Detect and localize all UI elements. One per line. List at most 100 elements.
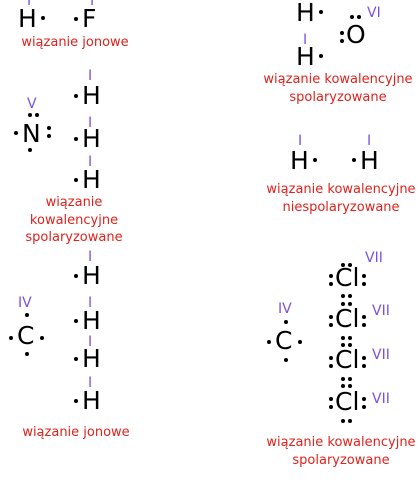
atom-h: H xyxy=(360,146,379,175)
electron-dot xyxy=(348,263,352,267)
atom-c: C xyxy=(17,321,35,350)
electron-dot xyxy=(362,282,366,286)
electron-dot xyxy=(47,134,51,138)
valence-n: V xyxy=(27,96,37,112)
valence-h: I xyxy=(367,133,372,149)
electron-dot xyxy=(9,336,13,340)
electron-dot xyxy=(329,364,333,368)
caption-ccl4: wiązanie kowalencyjne spolaryzowane xyxy=(258,434,420,469)
electron-dot xyxy=(348,336,352,340)
electron-dot xyxy=(329,405,333,409)
electron-dot xyxy=(329,397,333,401)
valence-h: I xyxy=(27,0,32,9)
electron-dot xyxy=(362,315,366,319)
electron-dot xyxy=(47,126,51,130)
electron-dot xyxy=(341,343,345,347)
electron-dot xyxy=(348,419,352,423)
valence-cl: VII xyxy=(372,347,390,363)
valence-c: IV xyxy=(278,301,292,317)
electron-dot xyxy=(25,352,29,356)
caption-line: spolaryzowane xyxy=(292,452,390,468)
electron-dot xyxy=(362,405,366,409)
electron-dot xyxy=(74,319,78,323)
electron-dot xyxy=(341,384,345,388)
electron-dot xyxy=(329,323,333,327)
valence-h: I xyxy=(303,32,308,48)
caption-ch4: wiązanie jonowe xyxy=(22,425,130,440)
valence-o: VI xyxy=(367,5,381,21)
electron-dot xyxy=(348,294,352,298)
caption-hf: wiązanie jonowe xyxy=(21,35,129,50)
electron-dot xyxy=(74,357,78,361)
valence-h: I xyxy=(88,334,93,350)
electron-dot xyxy=(40,336,44,340)
caption-line: wiązanie kowalencyjne xyxy=(263,72,413,87)
atom-cl: Cl xyxy=(335,304,360,333)
atom-h: H xyxy=(82,386,101,415)
valence-h: I xyxy=(88,68,93,84)
electron-dot xyxy=(341,263,345,267)
atom-h: H xyxy=(82,306,101,335)
atom-f: F xyxy=(82,4,97,33)
caption-line: spolaryzowane xyxy=(25,230,123,246)
electron-dot xyxy=(329,282,333,286)
electron-dot xyxy=(341,294,345,298)
valence-h: I xyxy=(298,133,303,149)
electron-dot xyxy=(348,384,352,388)
electron-dot xyxy=(74,178,78,182)
electron-dot xyxy=(319,54,323,58)
electron-dot xyxy=(329,274,333,278)
electron-dot xyxy=(362,356,366,360)
electron-dot xyxy=(329,356,333,360)
electron-dot xyxy=(362,364,366,368)
caption-line: wiązanie kowalencyjne xyxy=(29,195,119,228)
electron-dot xyxy=(340,39,344,43)
electron-dot xyxy=(350,15,354,19)
atom-h: H xyxy=(296,0,315,27)
valence-h: I xyxy=(88,295,93,311)
electron-dot xyxy=(340,31,344,35)
electron-dot xyxy=(319,10,323,14)
valence-cl: VII xyxy=(365,250,383,266)
electron-dot xyxy=(352,158,356,162)
electron-dot xyxy=(348,343,352,347)
valence-h: I xyxy=(88,115,93,131)
valence-h: I xyxy=(88,154,93,170)
caption-line: spolaryzowane xyxy=(289,89,387,105)
electron-dot xyxy=(14,131,18,135)
electron-dot xyxy=(357,15,361,19)
electron-dot xyxy=(341,336,345,340)
atom-cl: Cl xyxy=(335,263,360,292)
valence-f: I xyxy=(90,0,95,9)
electron-dot xyxy=(28,113,32,117)
electron-dot xyxy=(313,158,317,162)
caption-h2o: wiązanie kowalencyjne spolaryzowane xyxy=(258,71,418,106)
electron-dot xyxy=(74,17,78,21)
valence-cl: VII xyxy=(372,391,390,407)
electron-dot xyxy=(74,274,78,278)
electron-dot xyxy=(284,358,288,362)
valence-h: I xyxy=(88,249,93,265)
valence-h: I xyxy=(88,375,93,391)
electron-dot xyxy=(341,302,345,306)
electron-dot xyxy=(298,340,302,344)
electron-dot xyxy=(348,377,352,381)
electron-dot xyxy=(362,323,366,327)
electron-dot xyxy=(348,302,352,306)
atom-h: H xyxy=(18,4,37,33)
electron-dot xyxy=(25,313,29,317)
electron-dot xyxy=(362,274,366,278)
atom-c: C xyxy=(275,326,293,355)
atom-cl: Cl xyxy=(335,345,360,374)
electron-dot xyxy=(267,340,271,344)
electron-dot xyxy=(74,399,78,403)
electron-dot xyxy=(74,137,78,141)
caption-line: wiązanie kowalencyjne xyxy=(266,435,416,450)
atom-h: H xyxy=(82,81,101,110)
atom-h: H xyxy=(82,165,101,194)
electron-dot xyxy=(329,315,333,319)
electron-dot xyxy=(35,113,39,117)
atom-h: H xyxy=(82,261,101,290)
atom-h: H xyxy=(290,146,309,175)
valence-cl: VII xyxy=(372,303,390,319)
